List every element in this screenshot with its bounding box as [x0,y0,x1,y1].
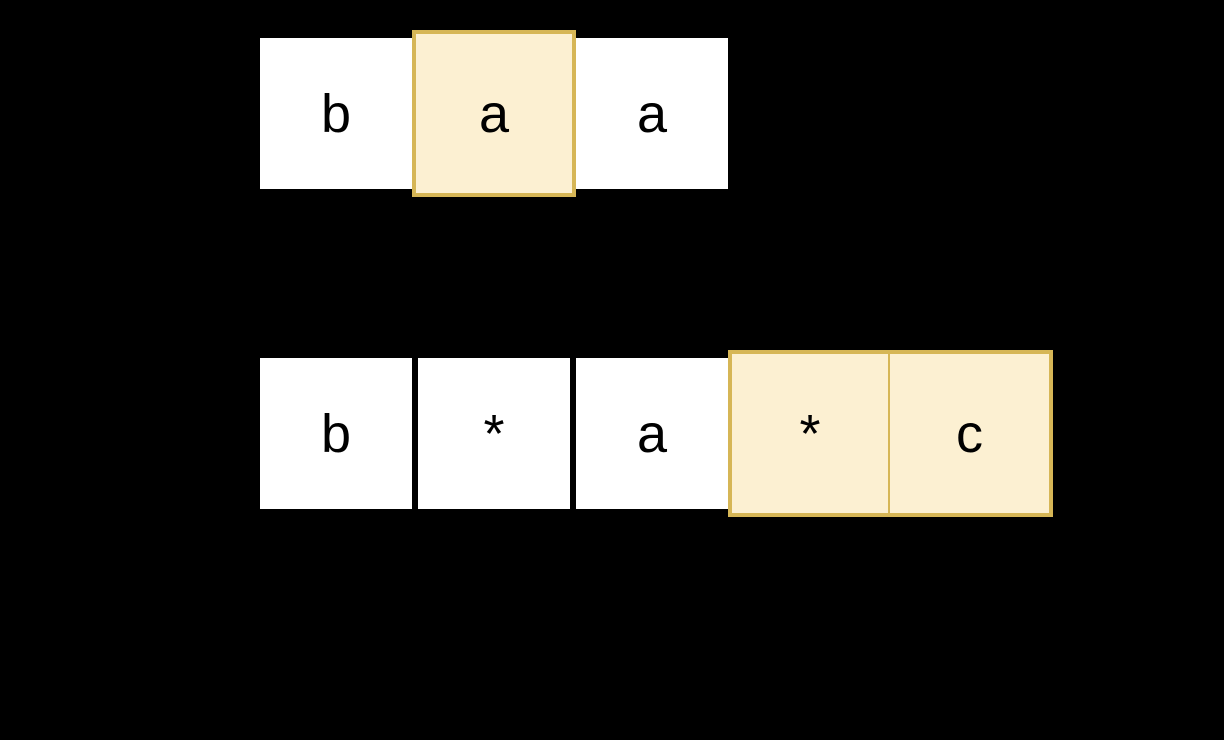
cell-r1-c1: b [257,35,415,192]
sequence-row-2: b * a * c [257,350,1053,517]
cell-r2-c2: * [415,355,573,512]
cell-label: * [483,403,505,464]
cell-label: c [956,403,983,464]
cell-r2-c3: a [573,355,731,512]
cell-r2-c4: * [728,350,892,517]
cell-label: a [478,83,510,144]
cell-r1-c2: a [412,30,576,197]
cell-label: a [636,403,668,464]
cell-r2-c1: b [257,355,415,512]
cell-label: * [799,403,821,464]
cell-label: b [320,83,352,144]
cell-r2-c5: c [889,350,1053,517]
cell-r1-c3: a [573,35,731,192]
cell-label: a [636,83,668,144]
cell-label: b [320,403,352,464]
